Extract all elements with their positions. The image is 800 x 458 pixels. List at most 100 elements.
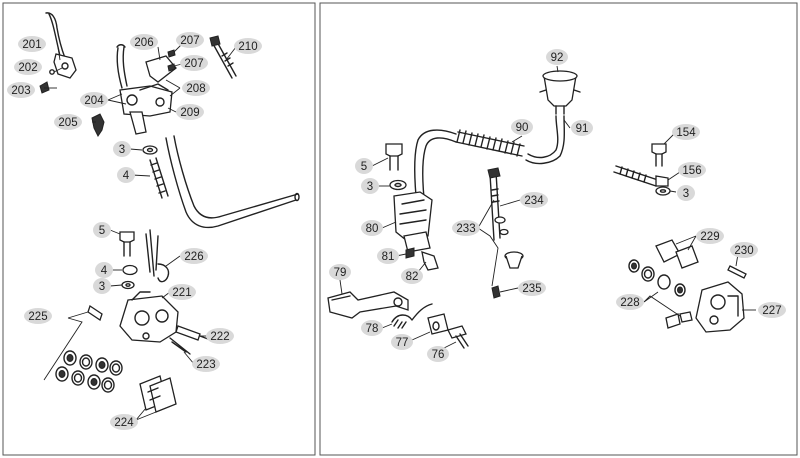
bolt-lower [119, 231, 135, 257]
svg-text:154: 154 [676, 127, 696, 139]
washer-lower-a [122, 264, 138, 276]
brake-pedal [327, 291, 409, 319]
hose-protection-spring [455, 129, 525, 157]
svg-text:156: 156 [682, 165, 701, 177]
callout-81: 81 [377, 248, 399, 264]
callout-226: 226 [180, 248, 208, 264]
svg-text:201: 201 [22, 39, 41, 51]
callout-203: 203 [7, 82, 35, 98]
callout-209: 209 [176, 104, 204, 120]
callout-79: 79 [329, 264, 351, 280]
callout-227: 227 [758, 302, 786, 318]
svg-text:5: 5 [99, 225, 105, 237]
brake-hose-lower [145, 229, 170, 283]
svg-text:228: 228 [620, 297, 639, 309]
svg-text:80: 80 [366, 223, 379, 235]
svg-text:3: 3 [367, 181, 373, 193]
banjo-bolt [91, 113, 105, 137]
svg-text:90: 90 [516, 122, 529, 134]
spring-top [149, 157, 169, 199]
callout-4-top: 4 [117, 167, 135, 183]
callout-78: 78 [361, 320, 383, 336]
caliper-seal-kit [55, 350, 123, 393]
bolt-right [651, 143, 667, 167]
svg-text:226: 226 [184, 251, 203, 263]
svg-text:78: 78 [366, 323, 379, 335]
callout-4-lower: 4 [95, 262, 113, 278]
callout-205: 205 [54, 114, 82, 130]
svg-text:225: 225 [28, 311, 47, 323]
handlebar [165, 137, 297, 229]
callout-221: 221 [168, 284, 196, 300]
callout-5-rear: 5 [355, 158, 373, 174]
svg-text:79: 79 [334, 267, 347, 279]
cover-screw-a [167, 49, 176, 58]
svg-text:223: 223 [196, 359, 215, 371]
svg-text:230: 230 [734, 245, 753, 257]
rear-hose [413, 129, 457, 197]
callout-154: 154 [672, 124, 700, 140]
callout-235: 235 [518, 280, 546, 296]
callout-204: 204 [80, 92, 108, 108]
pedal-pivot-bolt [447, 325, 469, 349]
left-panel-parts [39, 12, 300, 421]
svg-text:234: 234 [524, 195, 544, 207]
svg-text:77: 77 [396, 337, 409, 349]
svg-text:205: 205 [58, 117, 77, 129]
pedal-bushing [427, 313, 449, 335]
callout-5-lower: 5 [93, 222, 111, 238]
brake-switch [209, 35, 237, 79]
switch-screw [491, 285, 501, 299]
rear-pad-pin [727, 265, 747, 279]
switch-cap [504, 251, 524, 269]
callout-207-b: 207 [180, 55, 208, 71]
right-callouts: 92 90 91 5 3 80 81 82 234 233 235 79 78 … [329, 49, 786, 362]
svg-text:203: 203 [11, 85, 30, 97]
svg-text:5: 5 [361, 161, 367, 173]
callout-90: 90 [511, 119, 533, 135]
svg-text:3: 3 [99, 281, 105, 293]
callout-91: 91 [571, 120, 593, 136]
callout-92: 92 [546, 49, 568, 65]
callout-3-right: 3 [677, 185, 695, 201]
rear-master-cylinder [393, 191, 433, 253]
callout-201: 201 [18, 36, 46, 52]
clutch-lever [45, 12, 77, 79]
brake-fluid-reservoir [539, 70, 581, 115]
reservoir-hose [527, 115, 559, 159]
callout-233: 233 [452, 220, 480, 236]
bolt-rear [385, 143, 403, 171]
svg-text:235: 235 [522, 283, 541, 295]
svg-text:229: 229 [700, 231, 719, 243]
svg-text:3: 3 [119, 144, 125, 156]
callout-202: 202 [14, 59, 42, 75]
master-cylinder-nut [405, 247, 415, 259]
callout-210: 210 [234, 38, 262, 54]
brake-light-switch [487, 167, 509, 241]
svg-text:210: 210 [238, 41, 257, 53]
callout-77: 77 [391, 334, 413, 350]
callout-208: 208 [182, 80, 210, 96]
svg-text:204: 204 [84, 95, 104, 107]
rear-caliper [695, 281, 745, 333]
svg-text:208: 208 [186, 83, 205, 95]
brake-pads-rear [655, 239, 699, 269]
callout-206: 206 [130, 34, 158, 50]
svg-text:233: 233 [456, 223, 475, 235]
callout-234: 234 [520, 192, 548, 208]
caliper-pin [175, 325, 209, 341]
svg-text:227: 227 [762, 305, 781, 317]
svg-text:4: 4 [123, 170, 130, 182]
cover-screw-b [167, 63, 176, 72]
callout-224: 224 [110, 414, 138, 430]
svg-text:76: 76 [432, 349, 445, 361]
callout-80: 80 [361, 220, 383, 236]
svg-text:92: 92 [551, 52, 564, 64]
callout-223: 223 [192, 356, 220, 372]
pushrod-clevis [421, 251, 439, 271]
svg-text:4: 4 [101, 265, 108, 277]
svg-text:81: 81 [382, 251, 395, 263]
callout-3-lower: 3 [93, 278, 111, 294]
washer-lower-b [121, 280, 135, 290]
